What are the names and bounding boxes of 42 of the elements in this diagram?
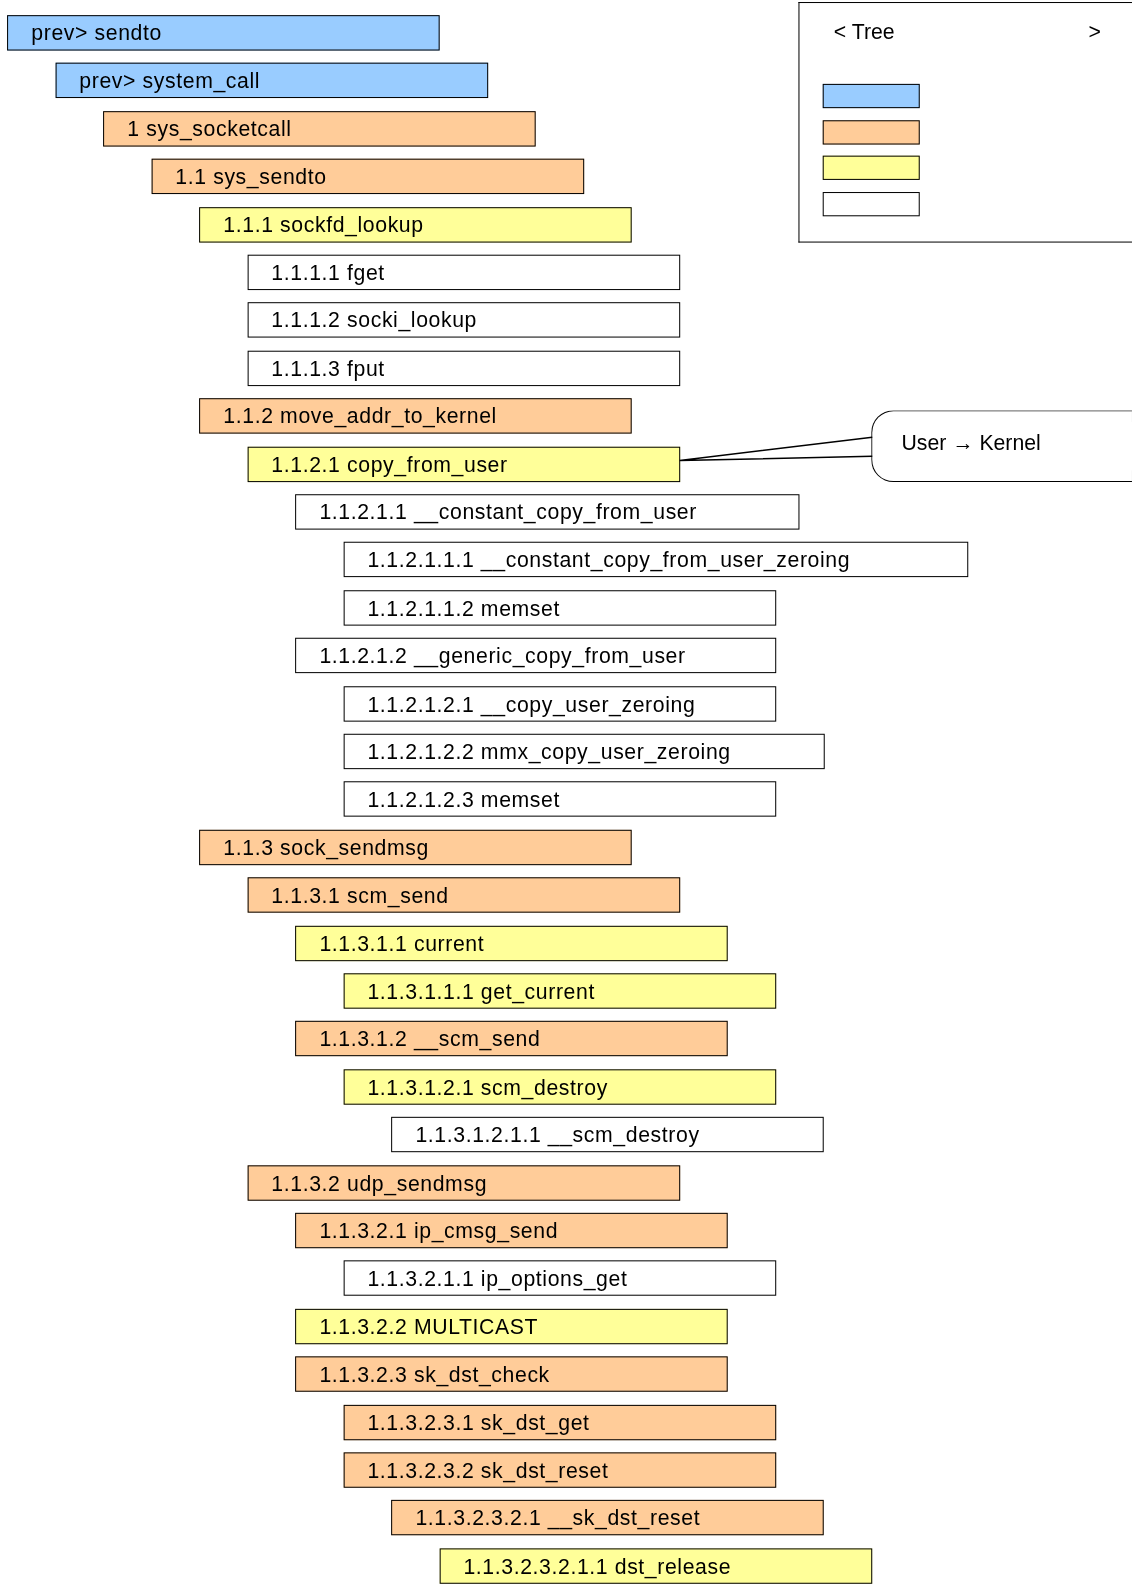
function-box: 1 sys_socketcall [103,110,536,147]
callout-bubble: User → Kernel [871,410,1132,483]
function-box: 1.1.2.1.1.1 __constant_copy_from_user_zeroing [343,542,968,578]
legend-swatch [822,155,920,180]
function-box: 1.1.1.3 fput [247,350,680,386]
function-box: 1.1.3.1.1.1 get_current [343,973,776,1009]
function-box: 1.1.1 sockfd_lookup [199,206,632,243]
function-box: prev> system_call [55,63,488,99]
function-box: 1.1.3.1 scm_send [247,877,680,913]
function-box: 1.1.2.1.2.2 mmx_copy_user_zeroing [343,733,825,770]
function-box: 1.1 sys_sendto [151,158,584,195]
function-box: 1.1.3.1.2 __scm_send [295,1021,728,1057]
function-box: 1.1.3.2.3.2.1 __sk_dst_reset [391,1500,824,1536]
function-box: 1.1.3.2.1.1 ip_options_get [343,1260,776,1297]
function-box: 1.1.3.1.2.1 scm_destroy [343,1069,776,1105]
function-box: prev> sendto [7,15,440,51]
function-box: 1.1.3.1.2.1.1 __scm_destroy [391,1117,824,1153]
leader-line [678,436,873,462]
function-box: 1.1.3.2.3.2.1.1 dst_release [439,1548,872,1584]
function-box: 1.1.2.1 copy_from_user [247,446,680,482]
legend-swatch [822,83,920,109]
nav-arrow: > [1088,19,1101,46]
function-box: 1.1.3 sock_sendmsg [199,829,632,865]
function-box: 1.1.2.1.1 __constant_copy_from_user [295,494,800,530]
function-box: 1.1.3.2.3.2 sk_dst_reset [343,1452,776,1488]
function-box: 1.1.3.1.1 current [295,925,728,961]
function-box: 1.1.3.2.2 MULTICAST [295,1308,728,1345]
function-box: 1.1.3.2.1 ip_cmsg_send [295,1212,728,1249]
function-box: 1.1.3.2 udp_sendmsg [247,1164,680,1201]
function-box: 1.1.3.2.3 sk_dst_check [295,1356,728,1392]
function-box: 1.1.3.2.3.1 sk_dst_get [343,1404,776,1440]
legend-swatch [822,191,920,216]
function-box: 1.1.2 move_addr_to_kernel [199,398,632,434]
function-box: 1.1.1.2 socki_lookup [247,302,680,338]
function-box: 1.1.2.1.2.3 memset [343,781,776,818]
legend-swatch [822,119,920,144]
function-box: 1.1.2.1.2 __generic_copy_from_user [295,637,777,674]
function-box: 1.1.1.1 fget [247,254,680,291]
legend-title: < Tree [833,19,895,46]
legend-panel [798,2,1132,243]
function-box: 1.1.2.1.1.2 memset [343,590,776,626]
function-box: 1.1.2.1.2.1 __copy_user_zeroing [343,685,776,722]
